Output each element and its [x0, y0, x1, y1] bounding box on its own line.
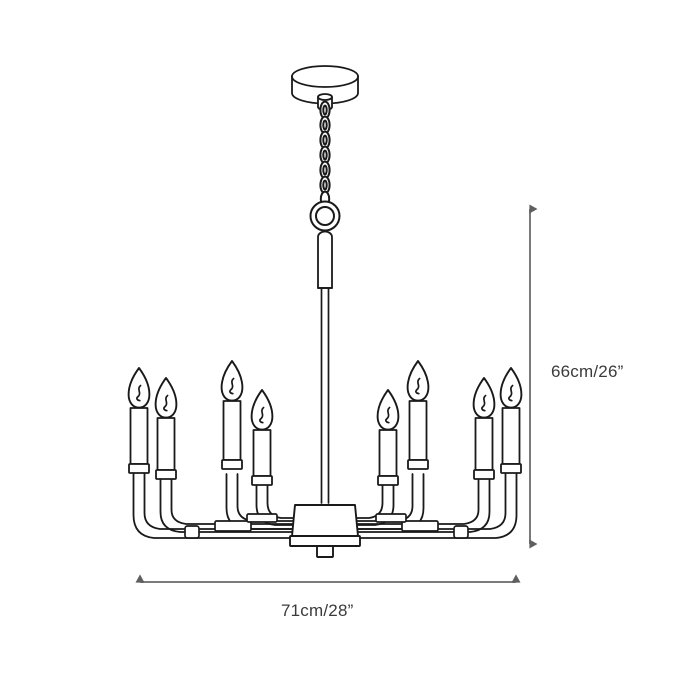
ceiling-canopy: [291, 65, 359, 111]
center-hub: [289, 504, 361, 558]
candle-flame-5: [376, 389, 400, 431]
arm-sleeve-fittings: [184, 513, 469, 539]
upper-sleeve: [317, 230, 333, 289]
hub-base-plate: [289, 535, 361, 547]
candle-flame-4: [250, 389, 274, 431]
hub-finial: [316, 545, 334, 558]
candle-flame-6: [406, 360, 430, 402]
candle-flame-1: [127, 367, 151, 409]
candle-arms-right: [344, 471, 518, 539]
candle-flame-2: [154, 377, 178, 419]
candle-flame-8: [499, 367, 523, 409]
hanging-chain: [319, 100, 331, 208]
center-stem: [320, 287, 330, 504]
candle-bodies: [128, 400, 522, 486]
height-dimension-label: 66cm/26”: [551, 362, 624, 381]
width-dimension-label: 71cm/28”: [281, 601, 354, 620]
suspension-ring: [309, 200, 341, 232]
candle-flame-7: [472, 377, 496, 419]
candle-flame-3: [220, 360, 244, 402]
candle-flames: [127, 360, 523, 431]
